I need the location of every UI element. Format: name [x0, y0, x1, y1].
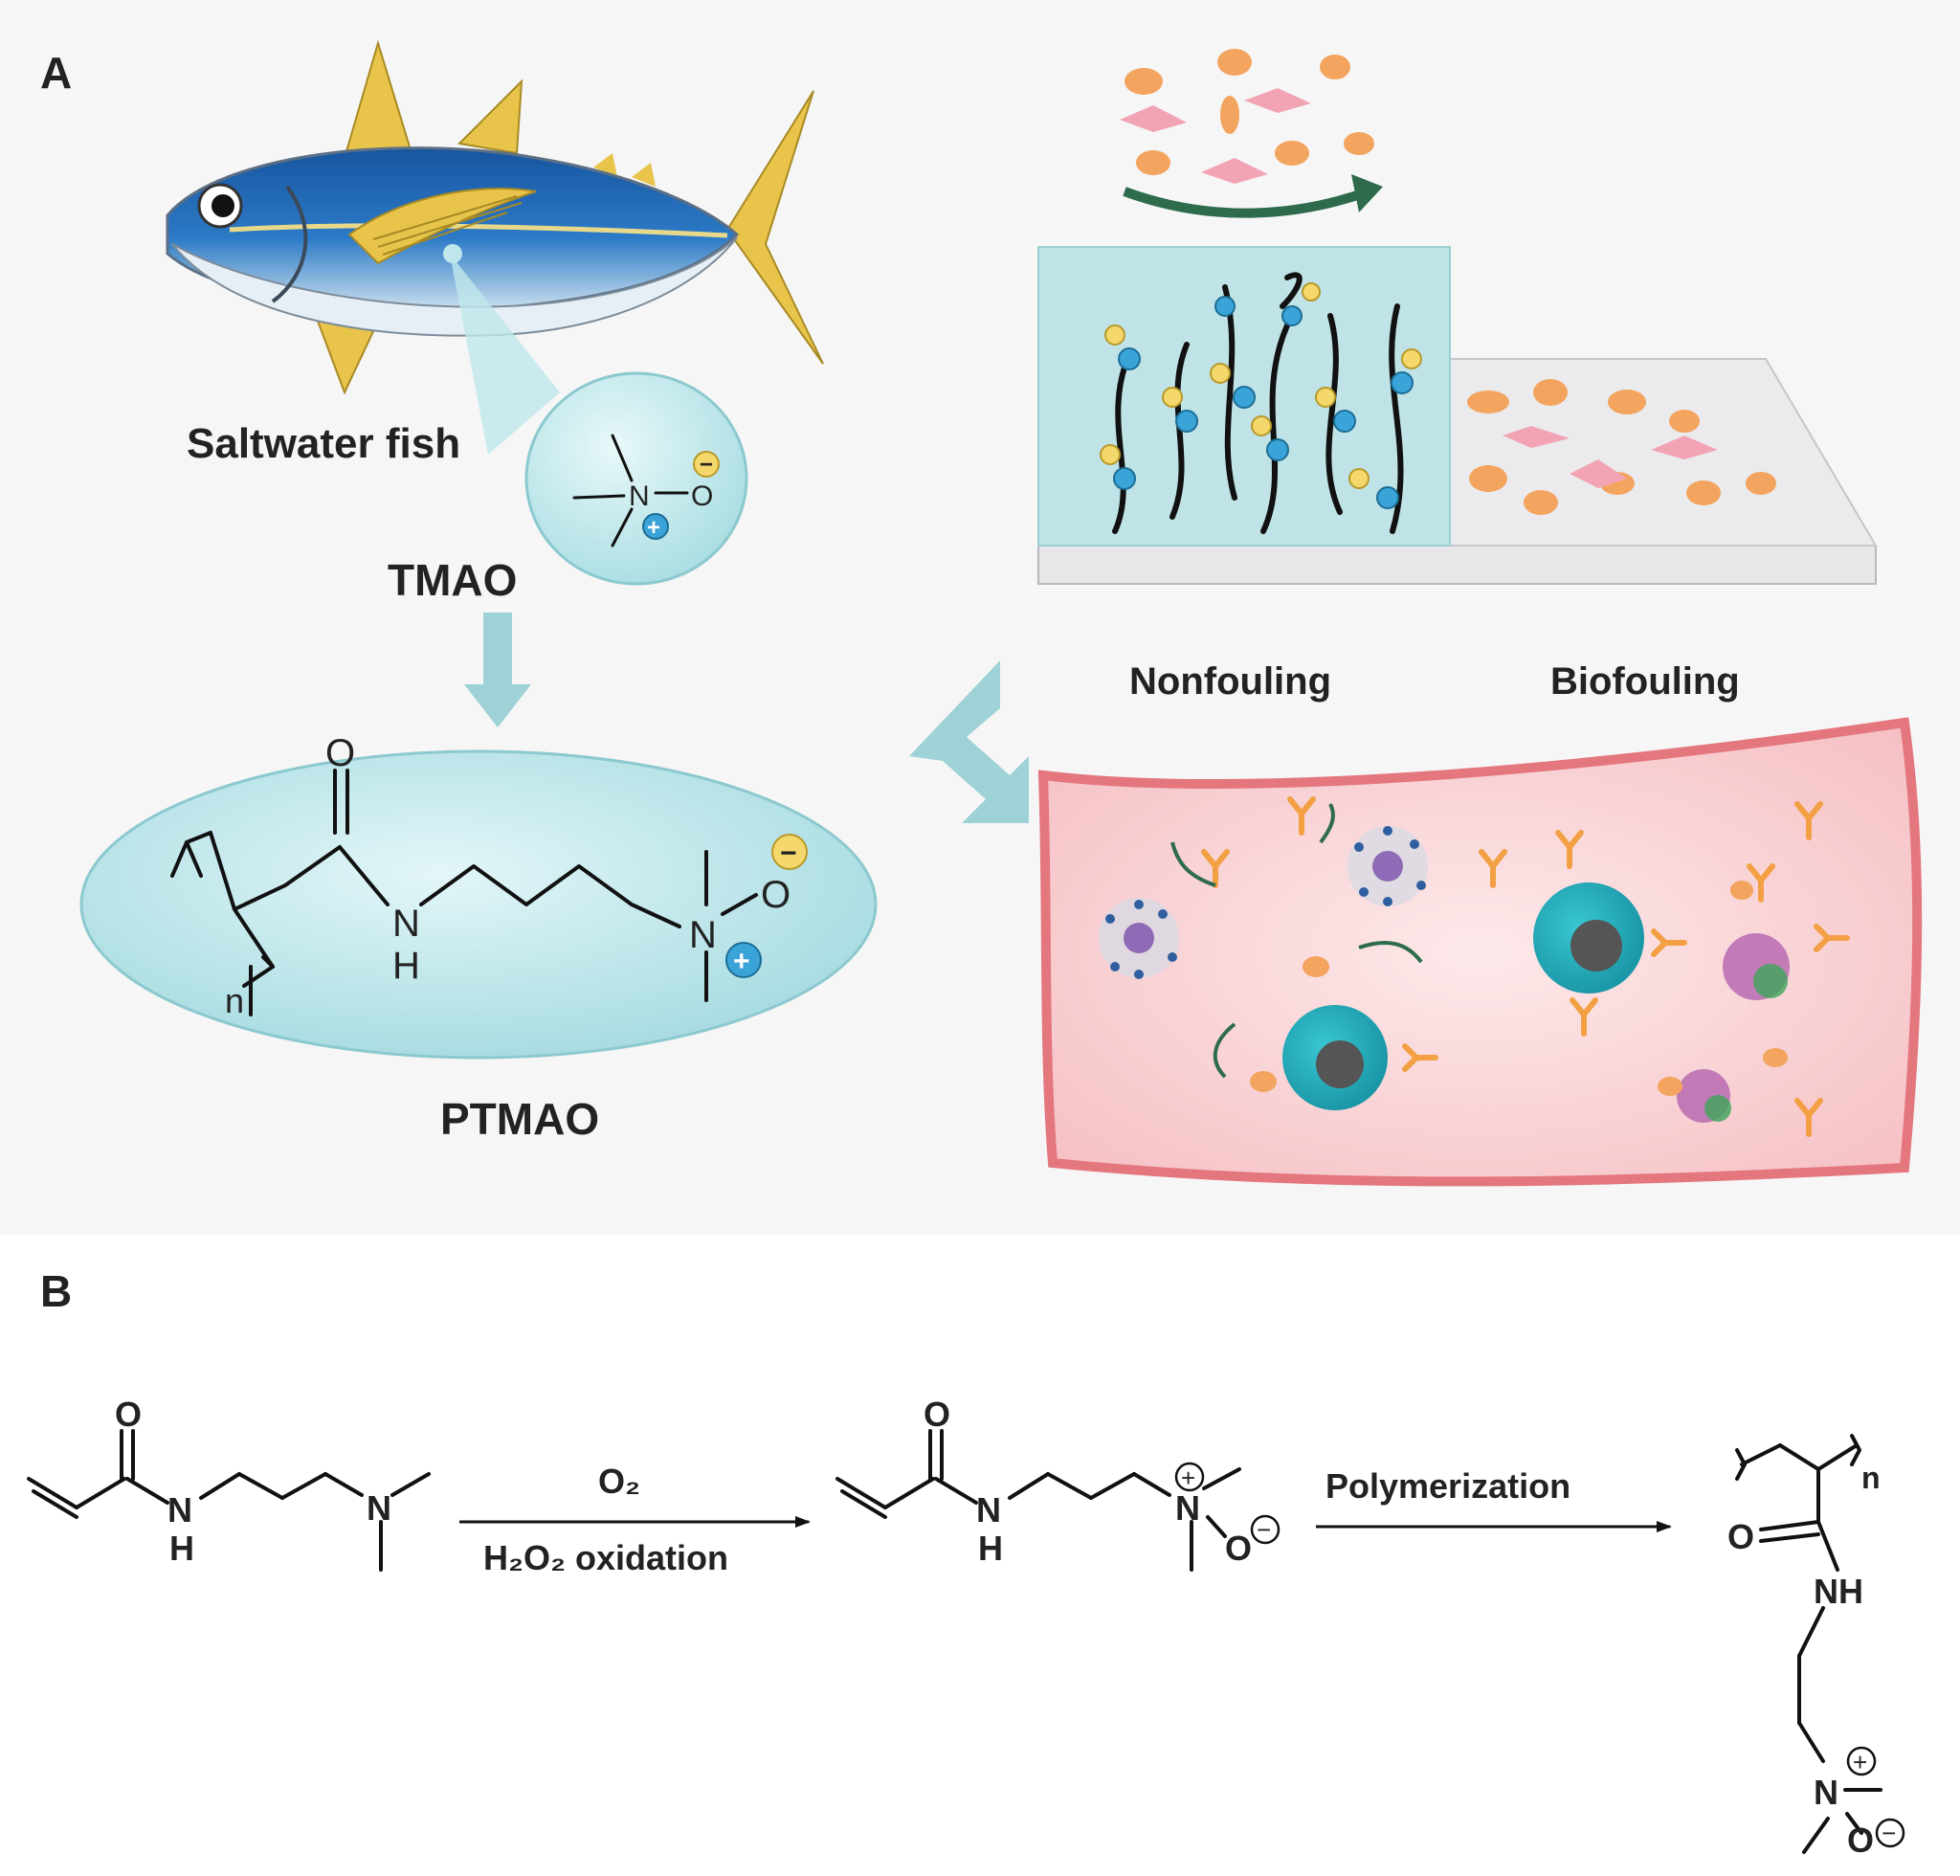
zoom-origin-dot [443, 244, 462, 263]
reagent-h2o2: H₂O₂ oxidation [483, 1538, 728, 1577]
ptmao-structure: O N H N O n − + [170, 732, 808, 1020]
ptmao-n-oxide: N [689, 914, 717, 956]
polymer-plus-circle [1846, 1746, 1877, 1776]
tmao-plus-sign: + [647, 515, 660, 541]
tmao-molecule: N O − + [572, 434, 720, 547]
ptmao-ellipse [79, 749, 878, 1060]
tmao-minus-sign: − [700, 452, 713, 478]
nonfouling-label: Nonfouling [1129, 660, 1331, 703]
tmao-label: TMAO [388, 555, 517, 605]
polymer-minus-sign: − [1882, 1819, 1896, 1847]
monomer-o-atom: O [115, 1395, 142, 1434]
tmao-minus-charge [693, 451, 720, 478]
tuna-fish-illustration [166, 39, 824, 395]
polymer-n-oxide: N [1814, 1773, 1838, 1812]
tmao-monomer-o-oxide: O [1225, 1529, 1252, 1568]
monomer-h-amide: H [169, 1529, 194, 1568]
tmao-monomer: O N H N O + − [835, 1395, 1281, 1572]
polymer-minus-circle [1875, 1818, 1905, 1848]
ptmao-plus-charge [725, 942, 762, 978]
tmao-bubble [524, 371, 748, 586]
ptmao-n-amide: N [392, 903, 420, 945]
polymer-plus-sign: + [1853, 1748, 1867, 1776]
tmao-monomer-n-oxide: N [1175, 1488, 1200, 1528]
dmapma-monomer: O N H N [27, 1395, 431, 1572]
tmao-monomer-o-carbonyl: O [924, 1395, 950, 1434]
tmao-plus-charge [642, 513, 669, 540]
ptmao-o-oxide: O [761, 874, 791, 916]
surface-illustration [1037, 49, 1878, 585]
polymer-n-subscript: n [1861, 1461, 1881, 1495]
panel-b-label: B [40, 1266, 72, 1316]
ptmao-label: PTMAO [440, 1094, 599, 1144]
polymer-o-oxide: O [1847, 1820, 1874, 1860]
saltwater-fish-label: Saltwater fish [187, 420, 460, 467]
polymerization-label: Polymerization [1325, 1466, 1570, 1506]
blood-vessel-illustration [1037, 717, 1923, 1187]
tmao-monomer-plus-sign: + [1181, 1463, 1195, 1492]
ptmao-h-amide: H [392, 945, 420, 987]
tmao-monomer-h-amide: H [978, 1529, 1003, 1568]
biofouling-label: Biofouling [1550, 660, 1740, 703]
polymer-nh-amide: NH [1814, 1572, 1863, 1611]
polymer-o-carbonyl: O [1727, 1517, 1754, 1556]
panel-a-label: A [40, 48, 72, 98]
ptmao-minus-charge [771, 834, 808, 870]
reagent-o2: O₂ [598, 1462, 640, 1501]
down-arrow-icon [464, 613, 531, 727]
zoom-cone [450, 254, 560, 455]
ptmao-o-carbonyl: O [325, 732, 355, 774]
tmao-n-atom: N [629, 480, 650, 512]
ptmao-polymer: n O NH N O + − [1727, 1434, 1905, 1860]
reaction-scheme: O N H N O₂ H₂O₂ oxidation O N H [27, 1395, 1905, 1860]
tmao-monomer-minus-circle [1250, 1514, 1281, 1545]
monomer-n-amine: N [367, 1488, 391, 1528]
tmao-monomer-n-amide: N [976, 1490, 1001, 1530]
tmao-o-atom: O [691, 480, 713, 512]
tmao-monomer-minus-sign: − [1257, 1515, 1271, 1544]
monomer-n-amide: N [167, 1490, 192, 1530]
ptmao-plus-sign: + [733, 946, 750, 977]
ptmao-n-subscript: n [225, 981, 244, 1020]
tmao-monomer-plus-circle [1174, 1462, 1205, 1492]
ptmao-minus-sign: − [780, 838, 797, 869]
double-arrow-icon [909, 660, 1029, 823]
